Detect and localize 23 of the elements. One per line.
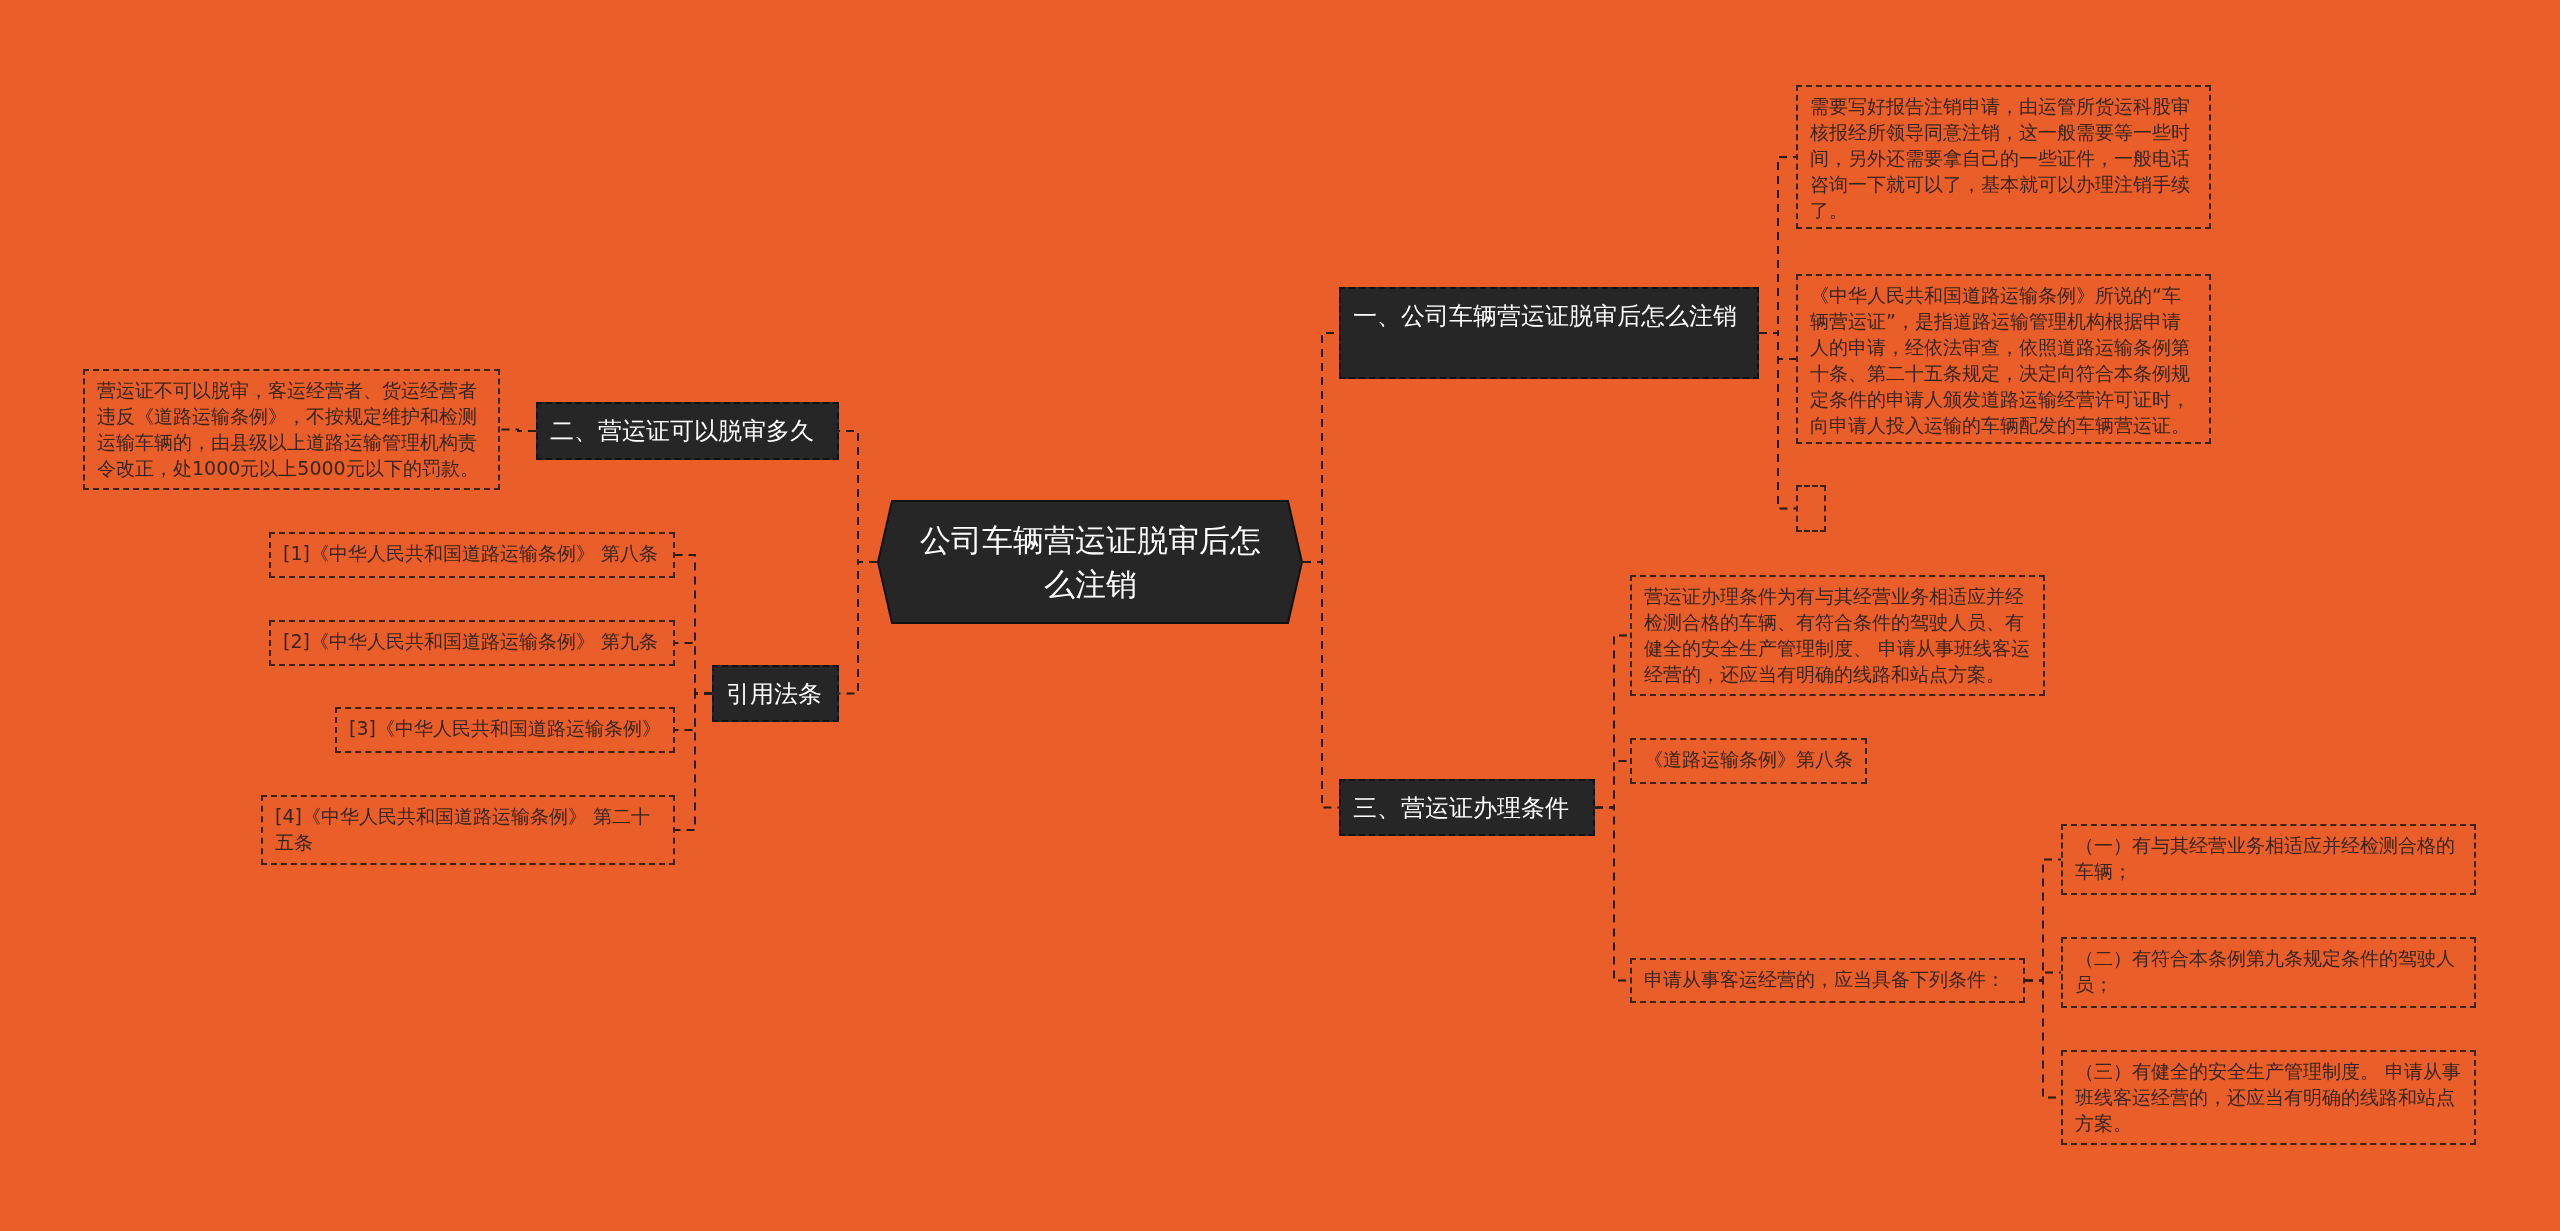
text-box: 《道路运输条例》第八条 [1630, 738, 1867, 784]
text-box: 营运证不可以脱审，客运经营者、货运经营者违反《道路运输条例》，不按规定维护和检测运输车辆的，由县级以上道路运输管理机构责令改正，处1000元以上5000元以下的罚款。 [83, 369, 500, 490]
text-box: [2]《中华人民共和国道路运输条例》 第九条 [269, 620, 675, 666]
connector [1302, 561, 1340, 809]
topic-box: 一、公司车辆营运证脱审后怎么注销 [1339, 287, 1759, 379]
text-box: （一）有与其经营业务相适应并经检测合格的车辆； [2061, 824, 2476, 895]
text-box: 营运证办理条件为有与其经营业务相适应并经检测合格的车辆、有符合条件的驾驶人员、有健全的安全生产管理制度、 申请从事班线客运经营的，还应当有明确的线路和站点方案。 [1630, 575, 2045, 696]
text-box: [3]《中华人民共和国道路运输条例》 [335, 707, 675, 753]
text-box: [4]《中华人民共和国道路运输条例》 第二十五条 [261, 795, 675, 865]
text-box: 需要写好报告注销申请，由运管所货运科股审核报经所领导同意注销，这一般需要等一些时间，另外还需要拿自己的一些证件，一般电话咨询一下就可以了，基本就可以办理注销手续了。 [1796, 85, 2211, 229]
empty-box [1796, 485, 1826, 532]
connector [1758, 332, 1797, 510]
topic-box: 三、营运证办理条件 [1339, 779, 1595, 836]
topic-box: 引用法条 [712, 665, 839, 722]
central-topic: 公司车辆营运证脱审后怎么注销 [877, 500, 1303, 624]
connector [674, 692, 713, 831]
text-box: 申请从事客运经营的，应当具备下列条件： [1630, 958, 2025, 1003]
connector [499, 428, 537, 432]
text-box: （二）有符合本条例第九条规定条件的驾驶人员； [2061, 937, 2476, 1008]
topic-box: 二、营运证可以脱审多久 [536, 402, 839, 460]
text-box: 《中华人民共和国道路运输条例》所说的“车辆营运证”，是指道路运输管理机构根据申请人的申请，经依法审查，依照道路运输条例第十条、第二十五条规定，决定向符合本条例规定条件的申请人颁发道路运输经营许可证时，向申请人投入运输的车辆配发的车辆营运证。 [1796, 274, 2211, 444]
text-box: （三）有健全的安全生产管理制度。 申请从事班线客运经营的，还应当有明确的线路和站点方案。 [2061, 1050, 2476, 1145]
text-box: [1]《中华人民共和国道路运输条例》 第八条 [269, 532, 675, 578]
